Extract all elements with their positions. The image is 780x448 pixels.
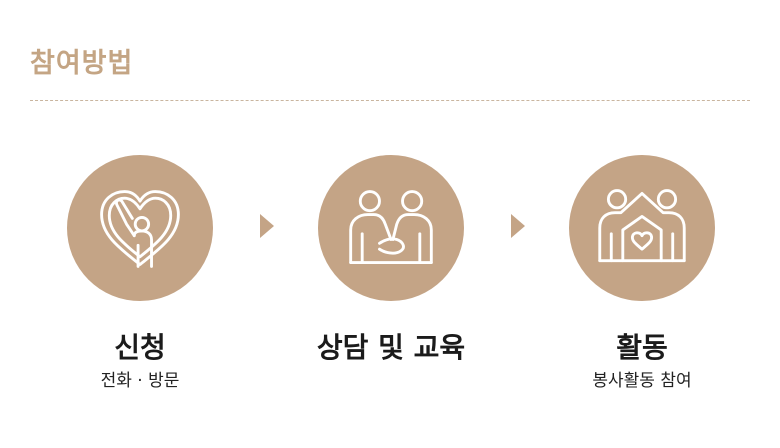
step-counsel-title: 상담 및 교육 — [316, 331, 466, 364]
step-apply-desc: 전화 · 방문 — [100, 370, 180, 391]
step-activity-title: 활동 — [616, 331, 668, 364]
step-apply: 신청 전화 · 방문 — [15, 155, 265, 392]
step-activity: 활동 봉사활동 참여 — [517, 155, 767, 392]
step-activity-desc: 봉사활동 참여 — [592, 370, 692, 391]
step-apply-circle — [67, 155, 213, 301]
step-apply-title: 신청 — [114, 331, 166, 364]
step-arrow-right-icon — [511, 214, 525, 238]
section-divider — [30, 100, 750, 101]
handshake-people-icon — [349, 190, 433, 264]
step-counsel-circle — [318, 155, 464, 301]
step-arrow-right-icon — [260, 214, 274, 238]
heart-hand-icon — [100, 190, 180, 268]
section-title: 참여방법 — [30, 48, 134, 79]
step-counsel: 상담 및 교육 — [266, 155, 516, 370]
step-activity-circle — [569, 155, 715, 301]
people-house-heart-icon — [598, 189, 686, 263]
